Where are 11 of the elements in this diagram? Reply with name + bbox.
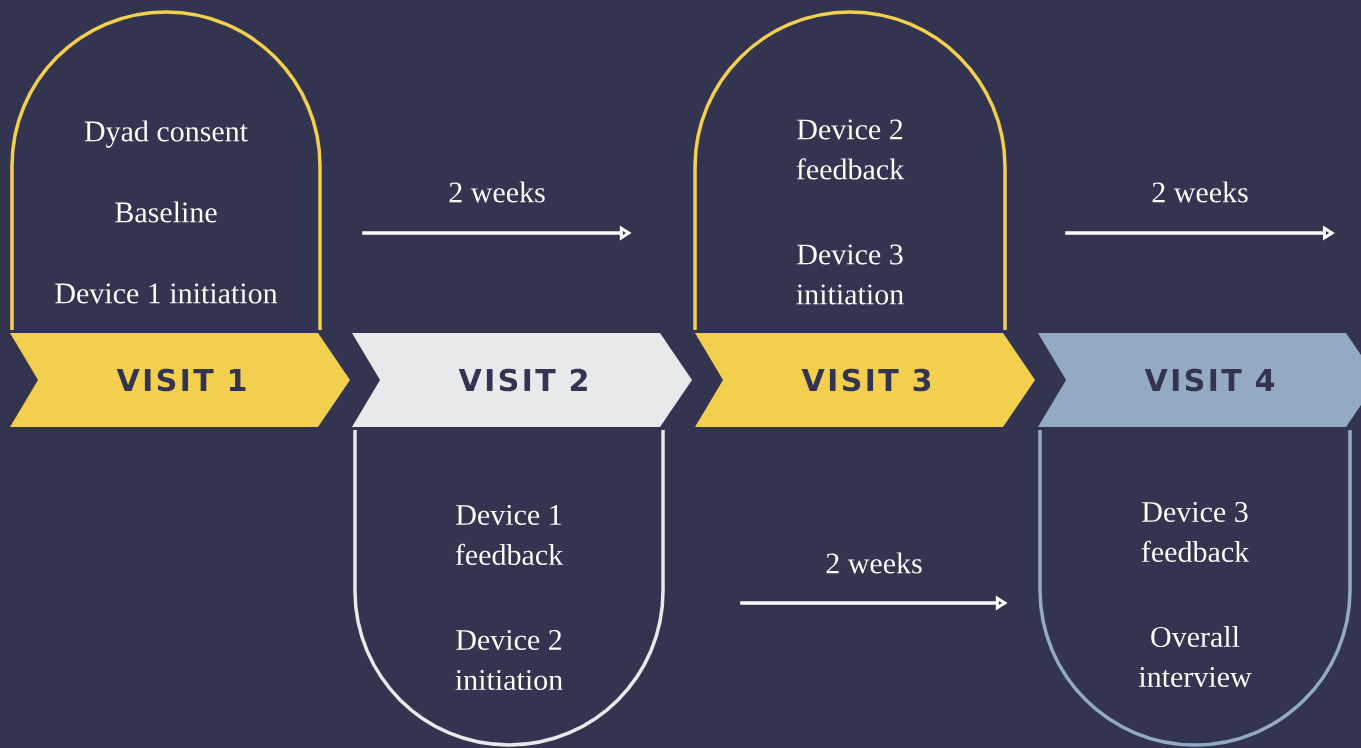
edge-label: 2 weeks [446,179,548,205]
chevron-banner: VISIT 2 [352,333,692,427]
chevron-banner: VISIT 1 [10,333,350,427]
arch-panel: Dyad consent Baseline Device 1 initiation [10,10,322,330]
edge-label: 2 weeks [1149,179,1251,205]
chevron-banner: VISIT 3 [695,333,1035,427]
arch-panel: Device 3 feedback Overall interview [1038,430,1352,747]
chevron-banner: VISIT 4 [1038,333,1361,427]
arch-panel: Device 1 feedback Device 2 initiation [353,430,665,747]
arch-panel: Device 2 feedback Device 3 initiation [693,10,1007,330]
edge-label: 2 weeks [823,550,925,576]
